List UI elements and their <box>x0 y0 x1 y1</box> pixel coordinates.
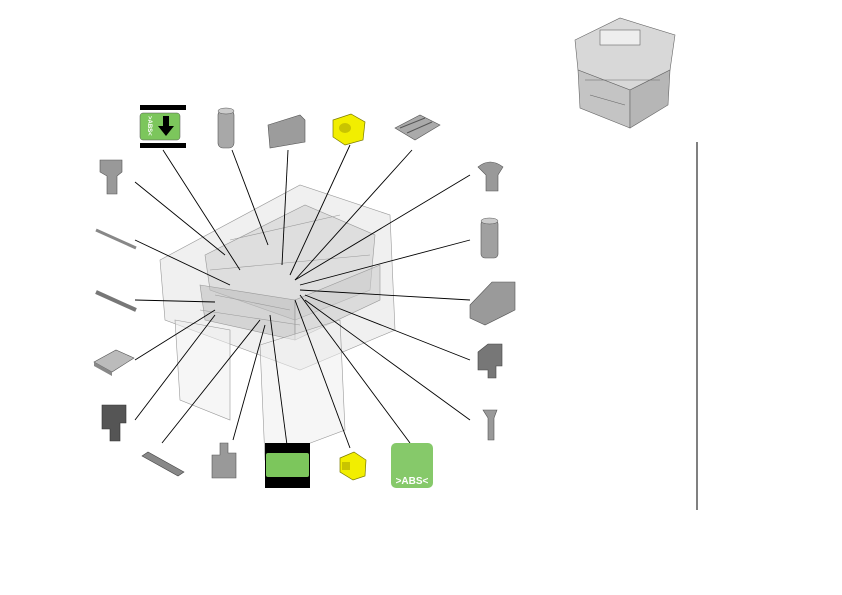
part-funnel-right <box>477 161 504 192</box>
part-yellow-gear-top <box>332 113 366 146</box>
material-label-bottom <box>265 443 310 488</box>
part-hook-right <box>477 343 503 379</box>
part-bracket-left-1 <box>99 159 123 195</box>
part-strip-bottom <box>141 451 185 477</box>
part-yellow-gear-bottom <box>339 451 367 481</box>
part-bracket-left-2 <box>101 404 127 442</box>
material-label-top-text: >ABS< <box>146 116 152 136</box>
abs-material-text: >ABS< <box>396 476 429 487</box>
part-block-top <box>267 114 306 149</box>
part-frame-top <box>394 114 441 141</box>
part-clip-bottom <box>211 442 237 479</box>
part-plate-left <box>93 349 135 376</box>
part-cylinder-top <box>217 107 235 149</box>
part-rod-left-2 <box>95 290 137 312</box>
part-latch-right <box>482 409 498 441</box>
material-label-top: >ABS< <box>139 105 186 148</box>
part-wedge-right <box>469 281 516 326</box>
abs-material-badge: >ABS< <box>391 443 433 488</box>
callout-lines <box>134 144 471 449</box>
assembly-thumbnail <box>574 17 676 129</box>
printer-assembly <box>159 184 396 461</box>
part-cylinder-right <box>480 217 499 259</box>
part-rod-left-1 <box>95 228 137 250</box>
